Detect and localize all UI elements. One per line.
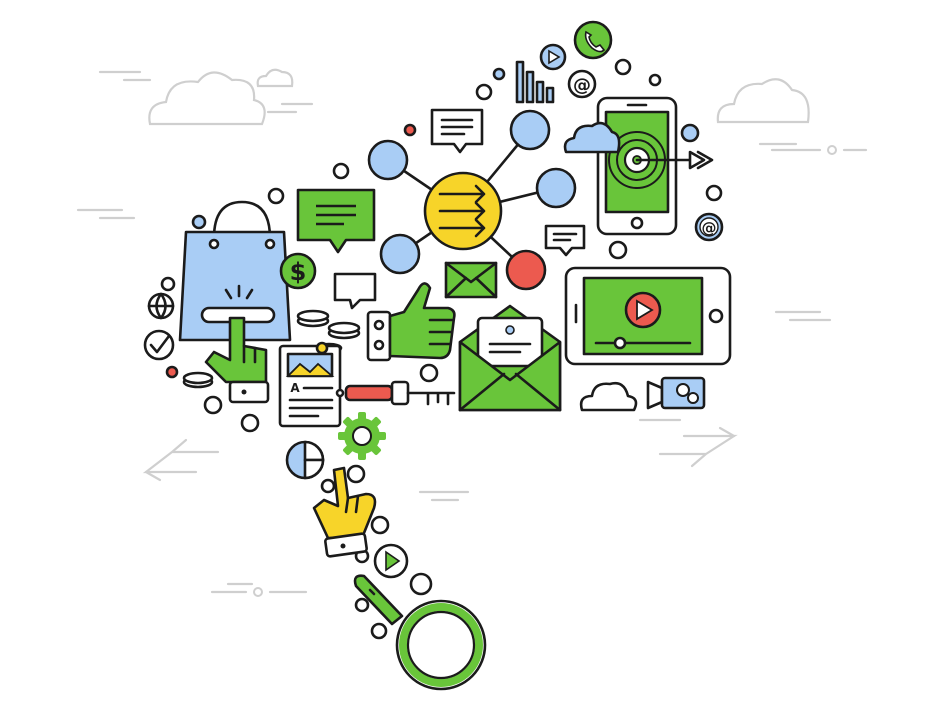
decor-dots-left	[160, 276, 439, 433]
svg-text:@: @	[573, 75, 591, 96]
tablet-video-player-icon	[564, 266, 732, 366]
svg-text:@: @	[702, 219, 717, 237]
hub-node-right	[535, 167, 577, 209]
globe-icon	[147, 292, 175, 320]
shopping-bag-icon	[178, 200, 292, 342]
arrows-hub-icon	[423, 171, 503, 251]
checkmark-circle-icon	[143, 329, 175, 361]
cloud-outline-icon	[579, 381, 638, 412]
bar-chart-icon	[515, 60, 555, 104]
decor-dots-handle	[320, 464, 433, 640]
key-icon	[335, 380, 456, 406]
cloud-outline-small-left	[256, 68, 294, 88]
chat-bubble-green-icon	[296, 188, 376, 254]
coin-stack-left-icon	[182, 371, 214, 389]
play-button-icon	[373, 543, 409, 579]
envelope-open-icon	[458, 304, 562, 412]
cloud-outline-left	[148, 71, 266, 126]
hub-node-top-right	[509, 109, 551, 151]
smartphone-target-icon	[596, 96, 714, 236]
cloud-outline-right	[716, 78, 810, 124]
hub-node-left	[367, 139, 409, 181]
pointing-hand-green-icon	[204, 316, 270, 404]
magnifying-glass-icon	[353, 574, 487, 691]
svg-text:A: A	[290, 381, 300, 395]
speed-lines	[76, 70, 868, 597]
background-decorations	[76, 68, 868, 597]
dollar-coin-icon: $	[279, 252, 317, 290]
cloud-blue-icon	[563, 121, 621, 154]
arrow-left-outline	[142, 438, 220, 482]
video-camera-icon	[646, 376, 706, 410]
network-hub	[367, 109, 577, 291]
hub-node-bottom-left	[379, 233, 421, 275]
svg-text:$: $	[290, 258, 307, 286]
phone-call-icon	[573, 20, 613, 60]
hub-node-red	[505, 249, 547, 291]
decor-dots-top	[191, 58, 723, 260]
thumbs-up-icon	[366, 282, 456, 362]
pie-chart-icon	[285, 440, 325, 480]
envelope-small-icon	[444, 261, 498, 299]
document-with-image-icon: A	[278, 341, 342, 428]
at-symbol-icon: @	[567, 69, 597, 99]
arrow-right-outline	[658, 426, 738, 468]
play-small-icon	[539, 43, 567, 71]
at-symbol-circle-icon: @	[694, 212, 724, 242]
chat-bubble-outline-icon	[333, 272, 377, 310]
pointing-hand-yellow-icon	[312, 466, 377, 558]
chat-bubble-top-icon	[430, 108, 484, 154]
gear-icon	[338, 412, 386, 460]
chat-bubble-small-icon	[544, 224, 586, 257]
